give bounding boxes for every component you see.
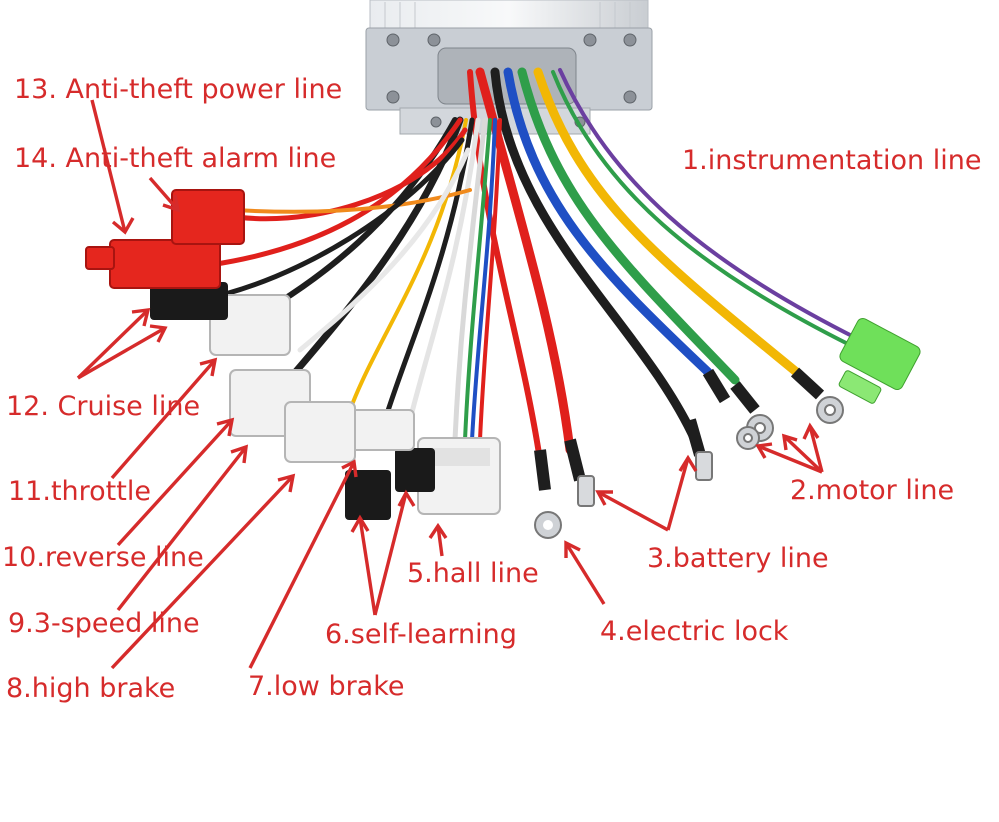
wire-green-instrument	[551, 70, 852, 347]
wire-white-learn	[407, 117, 481, 423]
connector-brake-throttle	[209, 294, 356, 463]
label-electric-lock: 4.electric lock	[600, 616, 789, 647]
label-reverse-line: 10.reverse line	[2, 542, 204, 573]
wire-yellow-motor	[533, 67, 805, 380]
connector-self-learning	[345, 409, 435, 520]
wire-black-battery	[490, 67, 700, 445]
label-battery-line: 3.battery line	[647, 543, 829, 574]
wire-purple	[558, 68, 862, 342]
label-anti-theft-alarm-line: 14. Anti-theft alarm line	[14, 143, 336, 174]
wire-green-hall	[463, 118, 492, 442]
wire-blue-motor	[503, 67, 713, 377]
label-motor-line: 2.motor line	[790, 475, 954, 506]
wire-black-learn	[382, 117, 475, 423]
label-self-learning: 6.self-learning	[325, 619, 517, 650]
wire-white-hall	[452, 117, 488, 443]
controller-housing	[365, 0, 653, 135]
connector-instrument	[838, 317, 921, 404]
labels: 1.instrumentation line 2.motor line 3.ba…	[2, 74, 981, 704]
label-3-speed-line: 9.3-speed line	[8, 608, 200, 639]
wire-red-left	[207, 117, 463, 268]
wire-yellow-brake	[348, 118, 468, 412]
wire-red-left2	[222, 127, 468, 222]
wire-blue-hall	[470, 118, 497, 442]
connector-anti-theft	[85, 189, 245, 289]
label-anti-theft-power-line: 13. Anti-theft power line	[14, 74, 342, 105]
connector-cruise	[150, 282, 228, 320]
motor-terminals	[702, 367, 844, 450]
wire-bundle	[197, 67, 862, 463]
label-throttle: 11.throttle	[8, 476, 151, 507]
label-low-brake: 7.low brake	[248, 671, 405, 702]
wire-black-left3	[197, 137, 465, 303]
label-hall-line: 5.hall line	[407, 558, 539, 589]
label-cruise-line: 12. Cruise line	[6, 391, 200, 422]
label-arrows	[76, 99, 824, 670]
lock-terminal	[534, 449, 562, 539]
label-instrumentation-line: 1.instrumentation line	[682, 145, 981, 176]
battery-terminals	[564, 418, 713, 507]
wire-green-motor	[517, 67, 740, 385]
wire-red-hall	[478, 118, 502, 442]
wire-white-left	[297, 147, 471, 353]
label-high-brake: 8.high brake	[6, 673, 175, 704]
